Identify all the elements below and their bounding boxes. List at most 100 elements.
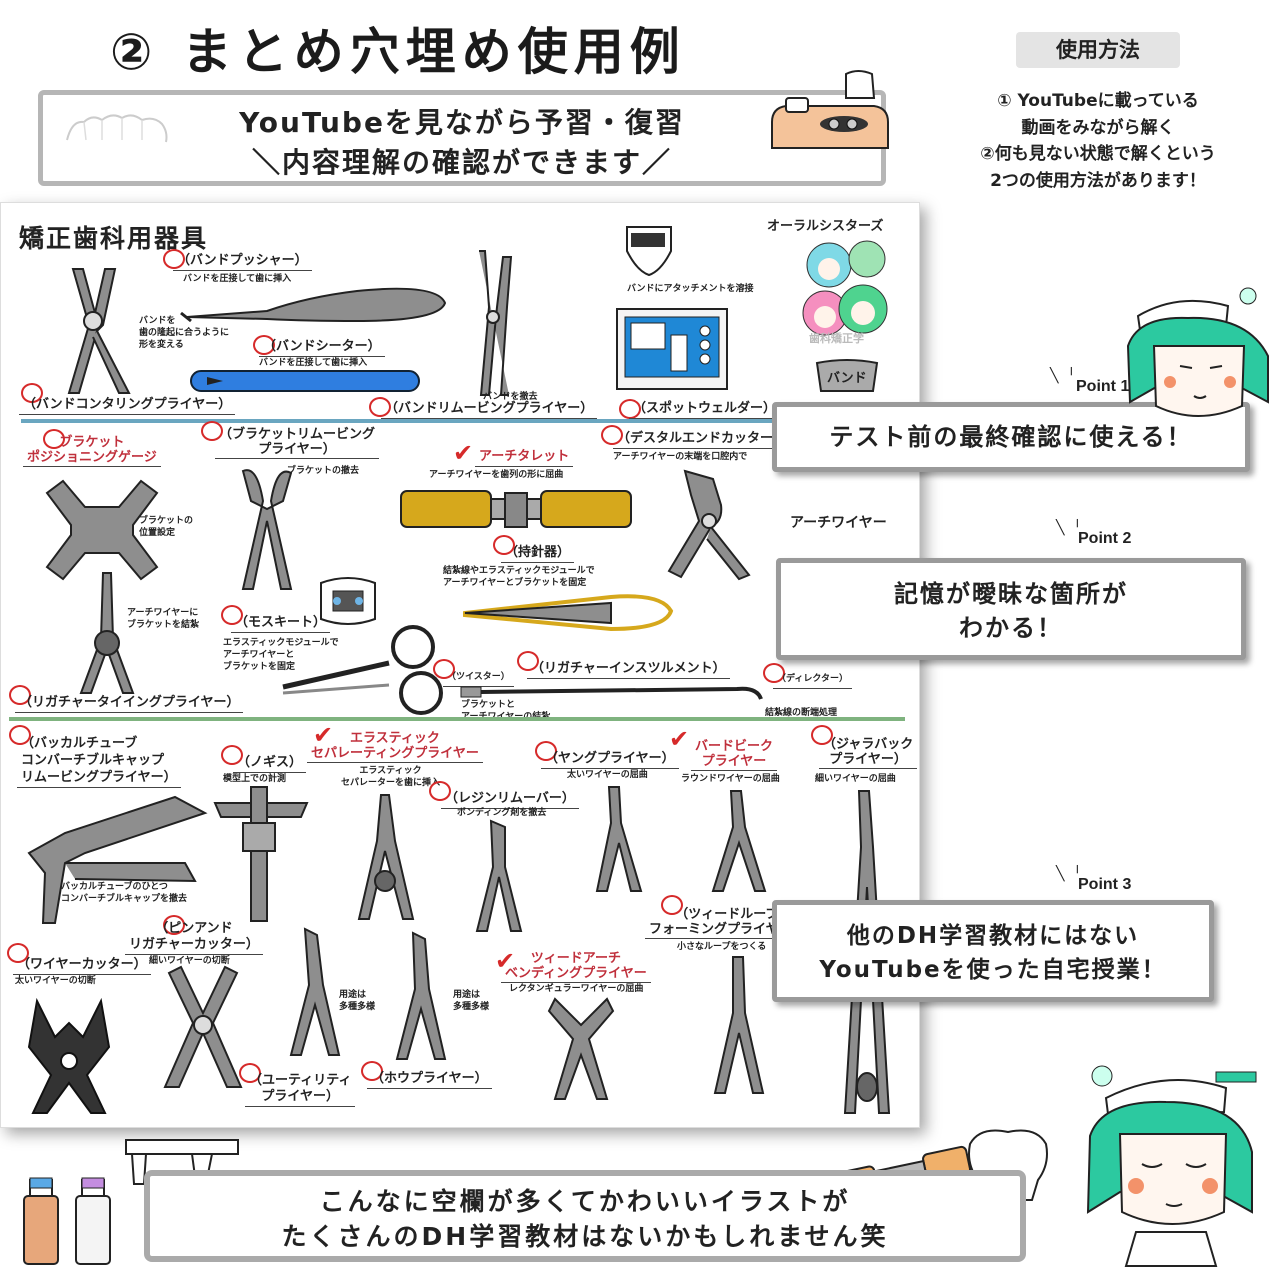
check-mark-icon: ✔ (313, 721, 334, 749)
burst-lines: ╲ ╵ (1056, 520, 1084, 536)
blank-circle (433, 659, 455, 679)
usage-badge: 使用方法 (1016, 32, 1180, 68)
section-divider-2 (9, 717, 905, 721)
young-caption: 太いワイヤーの屈曲 (567, 770, 648, 780)
page-title: ② まとめ穴埋め使用例 (110, 23, 686, 81)
blank-circle (7, 943, 29, 963)
point-2-label: Point 2 (1078, 530, 1132, 547)
label-mosquito: （モスキート） (231, 615, 331, 633)
blank-circle (221, 605, 243, 625)
multi-use-caption-a: 用途は 多種多様 (339, 990, 376, 1012)
nogisu-caption: 模型上での計測 (223, 774, 287, 784)
blank-circle (221, 745, 243, 765)
attach-caption: バンドにアタッチメントを溶接 (627, 284, 754, 294)
usage-description: ① YouTubeに載っている 動画をみながら解く ②何も見ない状態で解くという… (930, 88, 1266, 194)
buccal-tube-plier-icon (27, 795, 208, 924)
burst-lines: ╲ ╵ (1050, 368, 1078, 384)
band-remove-caption: バンドを撤去 (483, 392, 538, 402)
label-bracket-positioning: ブラケット ポジショニングゲージ (23, 435, 161, 467)
brand-sub: 歯科矯正学 (809, 332, 864, 345)
point-3-text-line1: 他のDH学習教材にはない (846, 923, 1140, 949)
elastic-separating-plier-icon (357, 794, 415, 920)
tweed-loop-plier-icon (713, 956, 765, 1094)
arch-wire-note: アーチワイヤー (790, 515, 887, 531)
ligature-instrument-icon (460, 686, 763, 700)
label-bird-beak: バードビーク プライヤー (691, 739, 778, 771)
tweed-arch-caption: レクタンギュラーワイヤーの屈曲 (509, 984, 644, 994)
footer-line-2: たくさんのDH学習教材はないかもしれません笑 (281, 1222, 889, 1251)
young-plier-icon (595, 786, 643, 892)
point-3-text-line2: YouTubeを使った自宅授業！ (819, 957, 1167, 983)
elastic-sep-caption: エラスティック セパレーターを歯に挿入 (341, 766, 441, 788)
bracket-gauge-icon (45, 479, 159, 581)
oral-sisters-illustration (802, 240, 888, 336)
label-ligature-tying: （リガチャータイイングプライヤー） (15, 695, 244, 713)
label-band-contouring: （バンドコンタリングプライヤー） (19, 397, 236, 415)
point-2-callout: 記憶が曖昧な箇所が わかる！ (776, 558, 1246, 660)
label-band-seater: （バンドシーター） (259, 339, 385, 357)
blank-circle (163, 249, 185, 269)
band-seater-icon (190, 370, 420, 392)
usage-line-2: 動画をみながら解く (1021, 117, 1175, 138)
label-director: （ディレクター） (773, 671, 853, 689)
blank-circle (361, 1061, 383, 1081)
point-1-label: Point 1 (1076, 378, 1130, 395)
worksheet-title: 矯正歯科用器具 (19, 224, 209, 253)
mosquito-forceps-icon (282, 625, 443, 715)
label-wire-cutter: （ワイヤーカッター） (13, 957, 151, 975)
band-sign-icon (815, 359, 879, 392)
blank-circle (21, 383, 43, 403)
distal-end-cutter-icon (667, 469, 751, 581)
bird-beak-caption: ラウンドワイヤーの屈曲 (681, 774, 780, 784)
arch-turret-caption: アーチワイヤーを歯列の形に屈曲 (429, 470, 564, 480)
blank-circle (517, 651, 539, 671)
bracket-pos-caption: ブラケットの 位置設定 (139, 516, 194, 538)
burst-lines: ╲ ╵ (1056, 866, 1084, 882)
blank-circle (43, 429, 65, 449)
caliper-icon (213, 786, 309, 922)
arch-turret-icon (400, 490, 632, 528)
point-3-callout: 他のDH学習教材にはない YouTubeを使った自宅授業！ (772, 900, 1214, 1002)
usage-line-3: ②何も見ない状態で解くという (980, 144, 1216, 164)
label-resin-remover: （レジンリムーバー） (441, 791, 579, 809)
needle-holder-icon (463, 594, 674, 632)
intro-line-2: ＼内容理解の確認ができます／ (251, 146, 672, 179)
director-caption: 結紮線の断端処理 (765, 708, 838, 718)
mosquito-caption: エラスティックモジュールで アーチワイヤーと ブラケットを固定 (223, 638, 339, 672)
blank-circle (239, 1063, 261, 1083)
blank-circle (601, 425, 623, 445)
band-sign-text: バンド (827, 371, 867, 386)
tie-caption: アーチワイヤーに ブラケットを結紮 (127, 608, 200, 630)
tweed-arch-plier-icon (547, 997, 615, 1100)
utility-plier-icon (289, 927, 341, 1056)
brand-name: オーラルシスターズ (767, 219, 884, 234)
section-divider-1 (21, 419, 781, 423)
label-utility-plier: （ユーティリティ プライヤー） (245, 1073, 356, 1107)
pin-ligature-caption: 細いワイヤーの切断 (149, 956, 230, 966)
bracket-removing-plier-icon (241, 469, 293, 590)
label-ligature-instrument: （リガチャーインスツルメント） (527, 661, 730, 679)
bird-beak-plier-icon (711, 790, 767, 892)
band-pusher-icon (180, 287, 447, 323)
band-seater-caption: バンドを圧接して歯に挿入 (259, 358, 368, 368)
resin-remover-icon (475, 819, 523, 932)
wire-cutter-caption: 太いワイヤーの切断 (15, 976, 96, 986)
multi-use-caption-b: 用途は 多種多様 (453, 990, 490, 1012)
intro-line-1: YouTubeを見ながら予習・復習 (239, 106, 685, 139)
bottles-icon (23, 1177, 111, 1265)
intro-box: YouTubeを見ながら予習・復習 ＼内容理解の確認ができます／ (38, 90, 886, 186)
footer-message-box: こんなに空欄が多くてかわいいイラストが たくさんのDH学習教材はないかもしれませ… (144, 1170, 1026, 1262)
jarabak-caption: 細いワイヤーの屈曲 (815, 774, 896, 784)
check-mark-icon: ✔ (669, 725, 690, 753)
label-tweed-arch: ツィードアーチ ベンディングプライヤー (501, 951, 651, 983)
blank-circle (9, 685, 31, 705)
blank-circle (201, 421, 223, 441)
blank-circle (493, 535, 515, 555)
point-2-text-line1: 記憶が曖昧な箇所が (894, 580, 1128, 608)
band-removing-plier-icon (479, 250, 513, 396)
point-3-label: Point 3 (1078, 876, 1132, 893)
label-spot-welder: （スポットウェルダー） (629, 401, 781, 419)
label-young-plier: （ヤングプライヤー） (541, 751, 679, 769)
resin-remover-caption: ボンディング剤を撤去 (457, 808, 547, 818)
check-mark-icon: ✔ (453, 439, 474, 467)
